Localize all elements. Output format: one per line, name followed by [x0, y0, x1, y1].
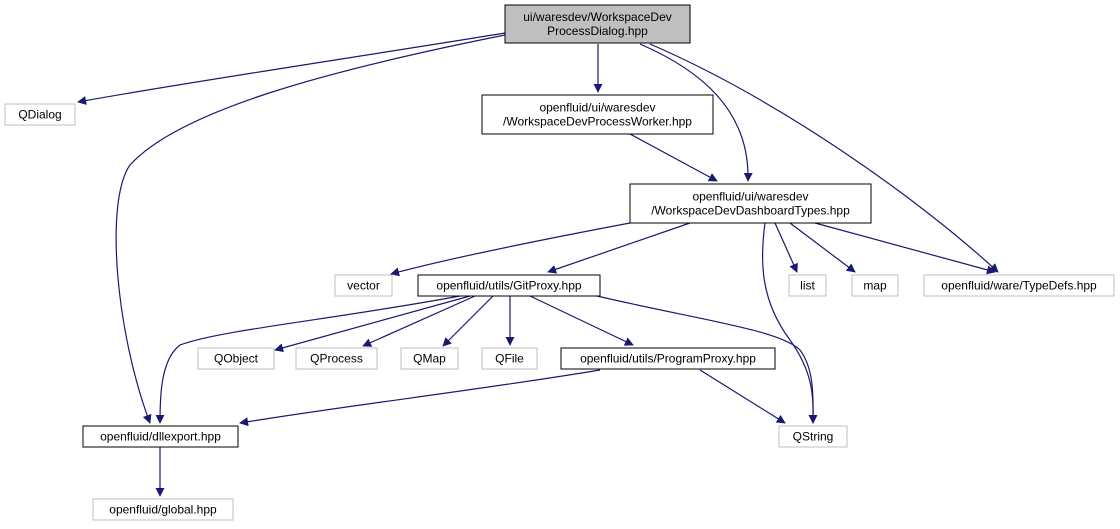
node-box-programproxy — [560, 347, 776, 370]
node-box-qstring — [778, 425, 848, 448]
node-label-gitproxy: openfluid/utils/GitProxy.hpp — [436, 279, 582, 293]
edges-layer — [77, 32, 999, 497]
node-box-qmap — [400, 347, 459, 370]
node-label-programproxy: openfluid/utils/ProgramProxy.hpp — [580, 352, 756, 366]
edge-dashtypes-to-qstring — [761, 222, 818, 424]
node-box-qfile — [481, 347, 538, 370]
node-qfile: QFile — [481, 347, 538, 370]
node-typedefs: openfluid/ware/TypeDefs.hpp — [923, 274, 1115, 297]
node-qprocess: QProcess — [295, 347, 378, 370]
node-label-qmap: QMap — [413, 352, 446, 366]
node-vector: vector — [334, 274, 393, 297]
edge-worker-to-dashtypes — [629, 133, 718, 182]
node-label-qfile: QFile — [495, 352, 524, 366]
node-box-vector — [334, 274, 393, 297]
edge-dashtypes-to-map — [789, 222, 856, 273]
edge-gitproxy-to-dllexport — [155, 295, 461, 424]
edge-gitproxy-to-qmap — [442, 295, 494, 347]
node-box-qdialog — [4, 103, 76, 126]
node-box-dashtypes — [629, 183, 872, 224]
node-gitproxy[interactable]: openfluid/utils/GitProxy.hpp — [417, 274, 601, 297]
edge-programproxy-to-qstring — [699, 369, 786, 424]
node-label-root: ProcessDialog.hpp — [547, 24, 648, 38]
node-qmap: QMap — [400, 347, 459, 370]
edge-gitproxy-to-programproxy — [529, 295, 634, 346]
node-label-list: list — [800, 279, 815, 293]
edge-dashtypes-to-gitproxy — [547, 222, 691, 274]
node-dllexport[interactable]: openfluid/dllexport.hpp — [82, 425, 239, 448]
node-label-qstring: QString — [793, 430, 834, 444]
node-label-dashtypes: openfluid/ui/waresdev — [692, 190, 808, 204]
node-label-vector: vector — [347, 279, 380, 293]
node-qdialog: QDialog — [4, 103, 76, 126]
edge-gitproxy-to-qobject — [274, 295, 471, 353]
node-box-map — [851, 274, 899, 297]
edge-root-to-dashtypes — [639, 43, 753, 182]
node-box-list — [788, 274, 827, 297]
node-box-dllexport — [82, 425, 239, 448]
node-label-worker: /WorkspaceDevProcessWorker.hpp — [503, 115, 692, 129]
node-label-global: openfluid/global.hpp — [109, 503, 217, 517]
node-box-worker — [481, 94, 714, 135]
edge-programproxy-to-dllexport — [239, 369, 601, 427]
nodes-layer: ui/waresdev/WorkspaceDevProcessDialog.hp… — [4, 4, 1115, 521]
edge-dashtypes-to-typedefs — [814, 222, 996, 275]
node-root[interactable]: ui/waresdev/WorkspaceDevProcessDialog.hp… — [504, 4, 691, 44]
node-list: list — [788, 274, 827, 297]
node-box-typedefs — [923, 274, 1115, 297]
edge-gitproxy-to-qstring — [596, 295, 818, 424]
node-label-map: map — [863, 279, 887, 293]
node-box-qprocess — [295, 347, 378, 370]
node-box-qobject — [197, 347, 275, 370]
node-box-gitproxy — [417, 274, 601, 297]
node-label-typedefs: openfluid/ware/TypeDefs.hpp — [941, 279, 1097, 293]
node-dashtypes[interactable]: openfluid/ui/waresdev/WorkspaceDevDashbo… — [629, 183, 872, 224]
edge-dashtypes-to-vector — [390, 222, 631, 277]
node-qstring: QString — [778, 425, 848, 448]
node-programproxy[interactable]: openfluid/utils/ProgramProxy.hpp — [560, 347, 776, 370]
node-qobject: QObject — [197, 347, 275, 370]
node-box-global — [92, 498, 234, 521]
node-label-qprocess: QProcess — [310, 352, 363, 366]
node-label-root: ui/waresdev/WorkspaceDev — [523, 10, 672, 24]
node-map: map — [851, 274, 899, 297]
edge-gitproxy-to-qprocess — [362, 295, 476, 347]
node-label-qobject: QObject — [214, 352, 259, 366]
node-worker[interactable]: openfluid/ui/waresdev/WorkspaceDevProces… — [481, 94, 714, 135]
edge-root-to-typedefs — [649, 43, 999, 273]
edge-root-to-qdialog — [77, 32, 506, 105]
node-global: openfluid/global.hpp — [92, 498, 234, 521]
edge-root-to-dllexport — [115, 34, 506, 424]
node-label-worker: openfluid/ui/waresdev — [539, 101, 655, 115]
edge-dashtypes-to-list — [774, 222, 798, 273]
node-box-root — [504, 4, 691, 44]
node-label-dashtypes: /WorkspaceDevDashboardTypes.hpp — [651, 204, 850, 218]
node-label-dllexport: openfluid/dllexport.hpp — [100, 430, 221, 444]
node-label-qdialog: QDialog — [18, 108, 61, 122]
